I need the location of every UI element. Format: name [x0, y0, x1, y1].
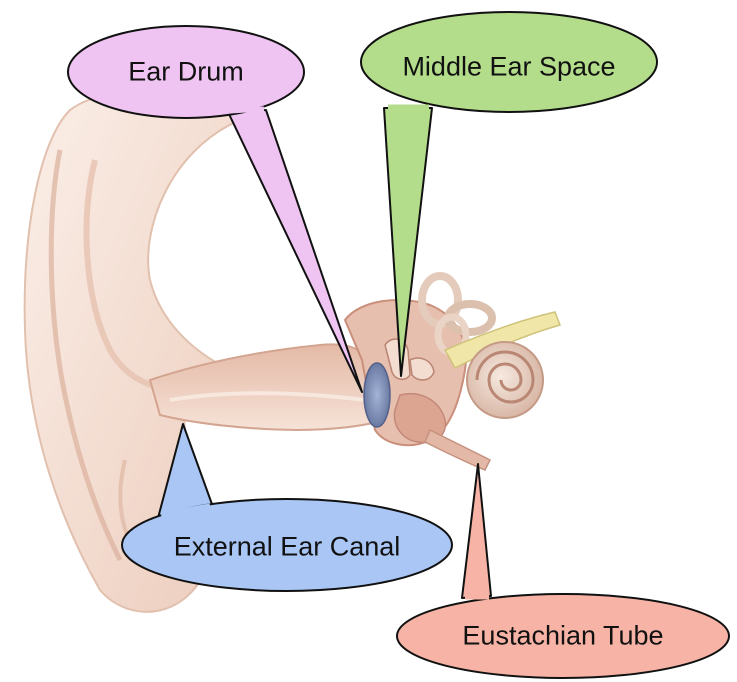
cochlea [467, 342, 543, 418]
label-eustachian-tube: Eustachian Tube [462, 621, 663, 652]
eustachian-tube-shape [425, 430, 490, 470]
label-external-ear-canal: External Ear Canal [174, 532, 401, 563]
label-ear-drum: Ear Drum [128, 57, 244, 88]
label-middle-ear-space: Middle Ear Space [402, 52, 615, 83]
ear-drum-tissue [364, 363, 390, 427]
